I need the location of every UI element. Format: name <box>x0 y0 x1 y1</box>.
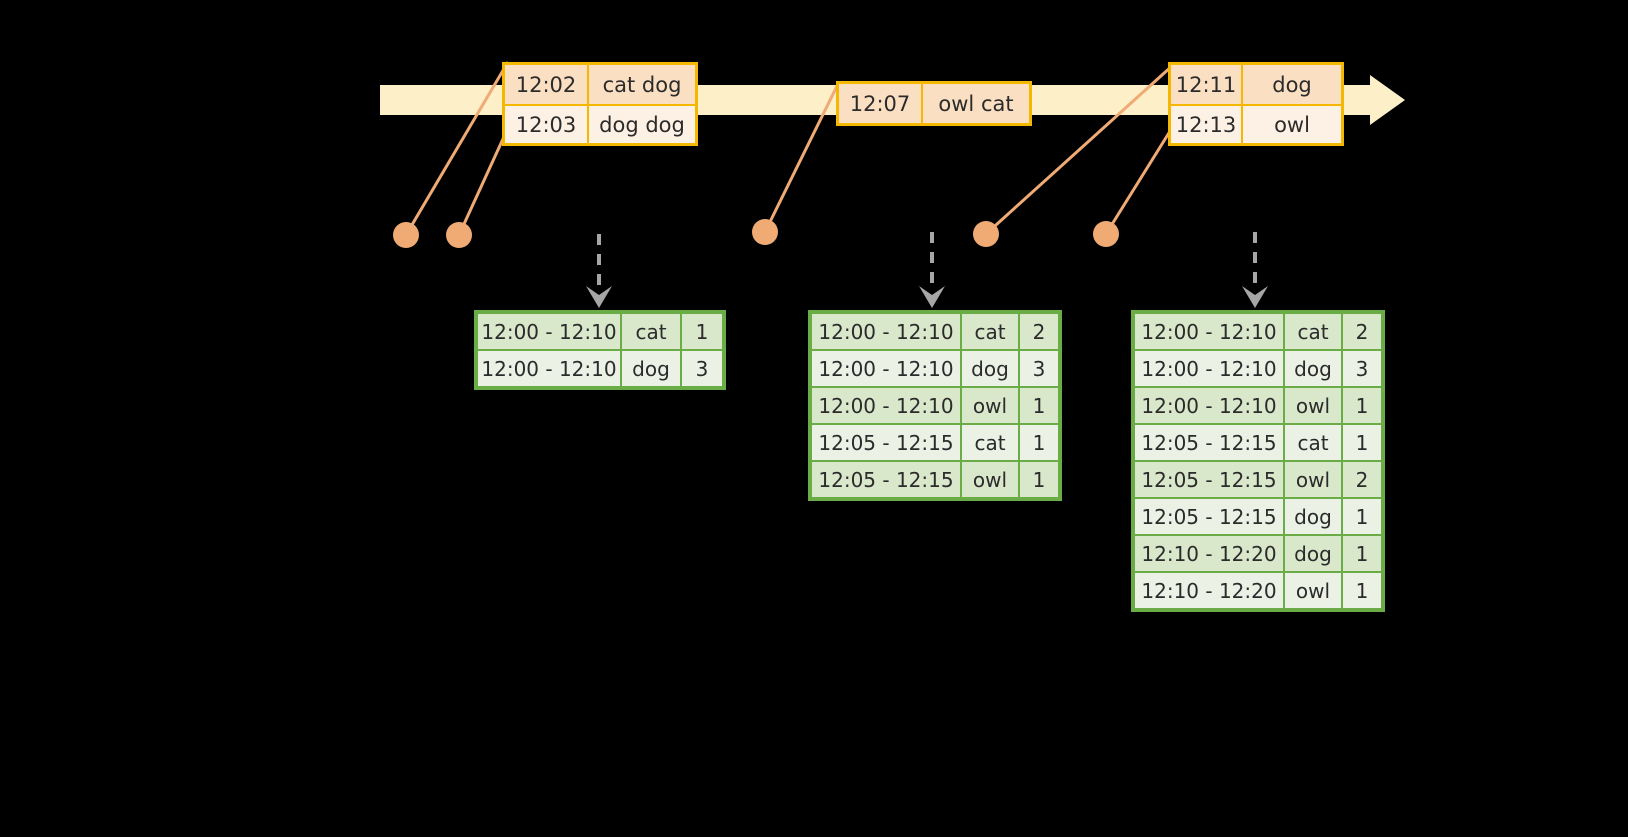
cell-word: dog <box>622 351 680 386</box>
event-words: owl cat <box>938 91 1014 116</box>
cell-word: dog <box>962 351 1018 386</box>
connector-line-5 <box>1104 127 1174 235</box>
down-arrow-layer <box>586 232 1268 308</box>
cell-word: dog <box>1285 351 1341 386</box>
cell-word: owl <box>1285 573 1341 608</box>
connector-dots <box>393 219 1119 248</box>
cell-word: cat <box>622 314 680 349</box>
event-time: 12:07 <box>839 84 923 123</box>
event-dot-5 <box>1093 221 1119 247</box>
cell-count: 1 <box>1343 536 1381 571</box>
down-arrow-head-icon-1 <box>586 286 612 308</box>
cell-window: 12:00 - 12:10 <box>1135 314 1283 349</box>
event-row: 12:13 owl <box>1171 104 1341 143</box>
event-dot-3 <box>752 219 778 245</box>
cell-word: owl <box>962 388 1018 423</box>
cell-count: 3 <box>1343 351 1381 386</box>
cell-count: 1 <box>1020 462 1058 497</box>
cell-window: 12:05 - 12:15 <box>1135 425 1283 460</box>
event-words: owl <box>1274 112 1310 137</box>
cell-word: cat <box>962 425 1018 460</box>
cell-window: 12:05 - 12:15 <box>812 462 960 497</box>
cell-count: 1 <box>682 314 722 349</box>
cell-window: 12:00 - 12:10 <box>478 351 620 386</box>
cell-window: 12:00 - 12:10 <box>478 314 620 349</box>
event-box-1: 12:02 cat dog 12:03 dog dog <box>502 62 698 146</box>
cell-window: 12:05 - 12:15 <box>1135 462 1283 497</box>
down-arrow-head-icon-3 <box>1242 286 1268 308</box>
cell-window: 12:00 - 12:10 <box>1135 388 1283 423</box>
cell-window: 12:10 - 12:20 <box>1135 573 1283 608</box>
event-words: dog dog <box>599 112 685 137</box>
event-dot-4 <box>973 221 999 247</box>
event-row: 12:02 cat dog <box>505 65 695 104</box>
cell-count: 1 <box>1343 499 1381 534</box>
connector-line-2 <box>457 127 510 236</box>
event-time: 12:03 <box>505 106 589 143</box>
cell-count: 3 <box>1020 351 1058 386</box>
cell-count: 2 <box>1020 314 1058 349</box>
cell-word: owl <box>962 462 1018 497</box>
cell-count: 1 <box>1343 425 1381 460</box>
cell-word: cat <box>1285 425 1341 460</box>
cell-window: 12:00 - 12:10 <box>812 314 960 349</box>
event-words: dog <box>1272 72 1312 97</box>
timeline-arrowhead-icon <box>1370 75 1405 125</box>
cell-window: 12:10 - 12:20 <box>1135 536 1283 571</box>
cell-count: 1 <box>1020 388 1058 423</box>
cell-count: 1 <box>1020 425 1058 460</box>
event-box-3: 12:11 dog 12:13 owl <box>1168 62 1344 146</box>
event-dot-2 <box>446 222 472 248</box>
cell-word: owl <box>1285 462 1341 497</box>
event-row: 12:11 dog <box>1171 65 1341 104</box>
cell-count: 2 <box>1343 462 1381 497</box>
cell-word: cat <box>962 314 1018 349</box>
event-time: 12:11 <box>1171 65 1243 104</box>
event-dot-1 <box>393 222 419 248</box>
event-row: 12:03 dog dog <box>505 104 695 143</box>
cell-word: owl <box>1285 388 1341 423</box>
cell-count: 2 <box>1343 314 1381 349</box>
cell-window: 12:05 - 12:15 <box>812 425 960 460</box>
down-arrow-head-icon-2 <box>919 286 945 308</box>
event-row: 12:07 owl cat <box>839 84 1029 123</box>
cell-window: 12:00 - 12:10 <box>1135 351 1283 386</box>
cell-count: 1 <box>1343 573 1381 608</box>
cell-word: dog <box>1285 499 1341 534</box>
event-box-2: 12:07 owl cat <box>836 81 1032 126</box>
event-words: cat dog <box>602 72 682 97</box>
event-time: 12:13 <box>1171 106 1243 143</box>
cell-count: 3 <box>682 351 722 386</box>
cell-count: 1 <box>1343 388 1381 423</box>
cell-window: 12:05 - 12:15 <box>1135 499 1283 534</box>
cell-word: cat <box>1285 314 1341 349</box>
event-time: 12:02 <box>505 65 589 104</box>
cell-window: 12:00 - 12:10 <box>812 388 960 423</box>
cell-word: dog <box>1285 536 1341 571</box>
cell-window: 12:00 - 12:10 <box>812 351 960 386</box>
